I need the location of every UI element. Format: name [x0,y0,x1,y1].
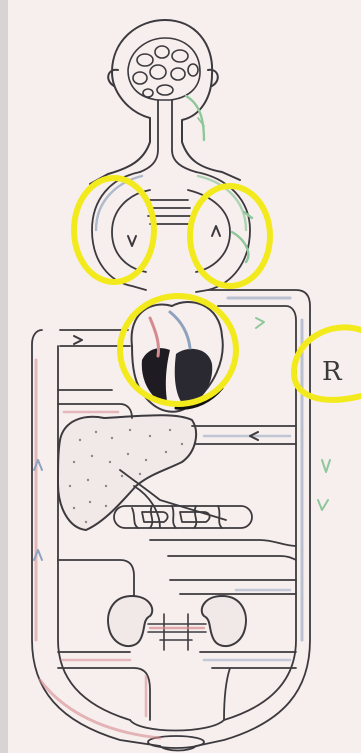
right-side-label: R [322,357,343,387]
paper-left-edge [0,0,8,753]
